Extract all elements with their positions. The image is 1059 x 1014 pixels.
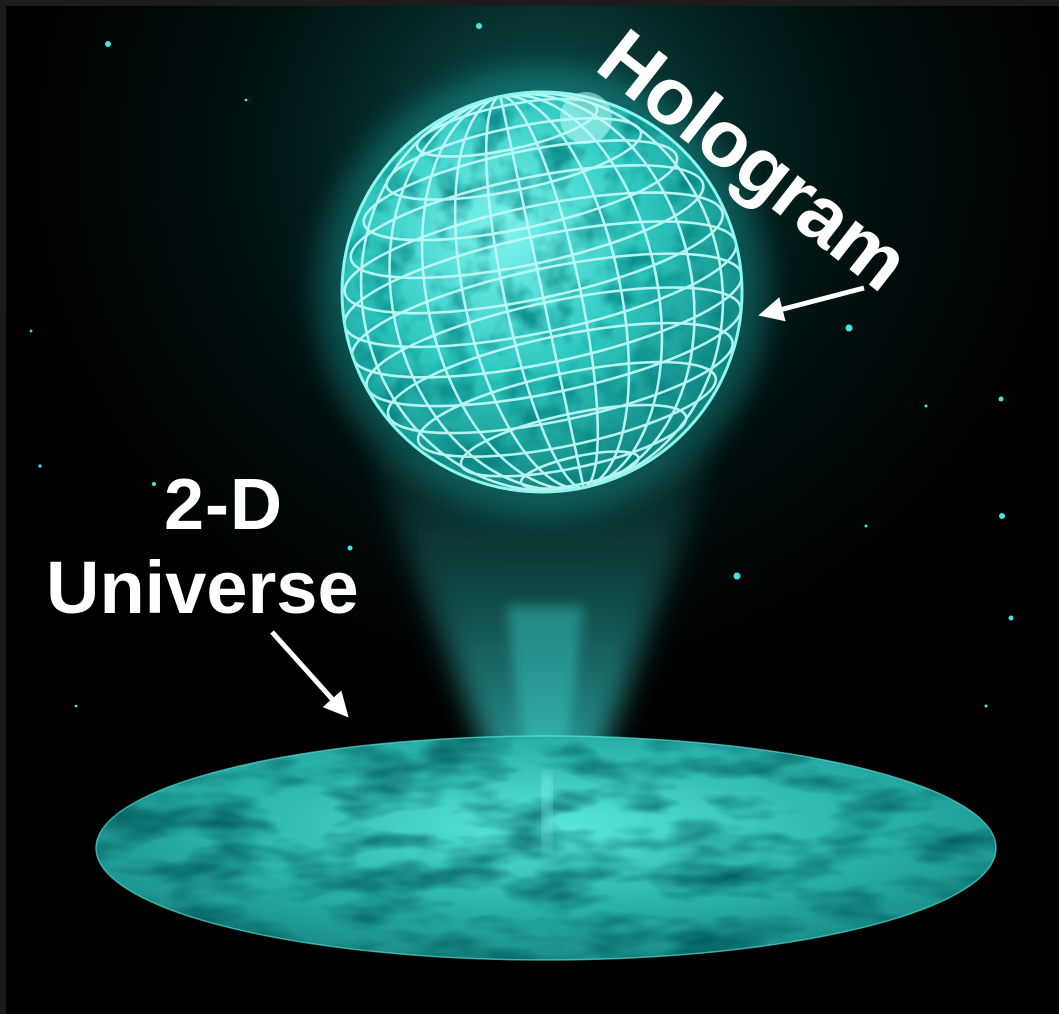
- arrow-to-disk-icon: [270, 630, 349, 718]
- two-d-label: 2-D: [164, 465, 284, 545]
- arrow-to-sphere-icon: [758, 285, 865, 322]
- hologram-globe: [340, 90, 744, 494]
- 2d-universe-disk: [95, 735, 997, 961]
- star-field: [29, 23, 1014, 708]
- beam-core: [506, 606, 584, 858]
- hologram-illustration: Hologram 2-D Universe: [6, 6, 1059, 1014]
- scene-svg: [6, 6, 1059, 961]
- universe-label: Universe: [46, 546, 359, 629]
